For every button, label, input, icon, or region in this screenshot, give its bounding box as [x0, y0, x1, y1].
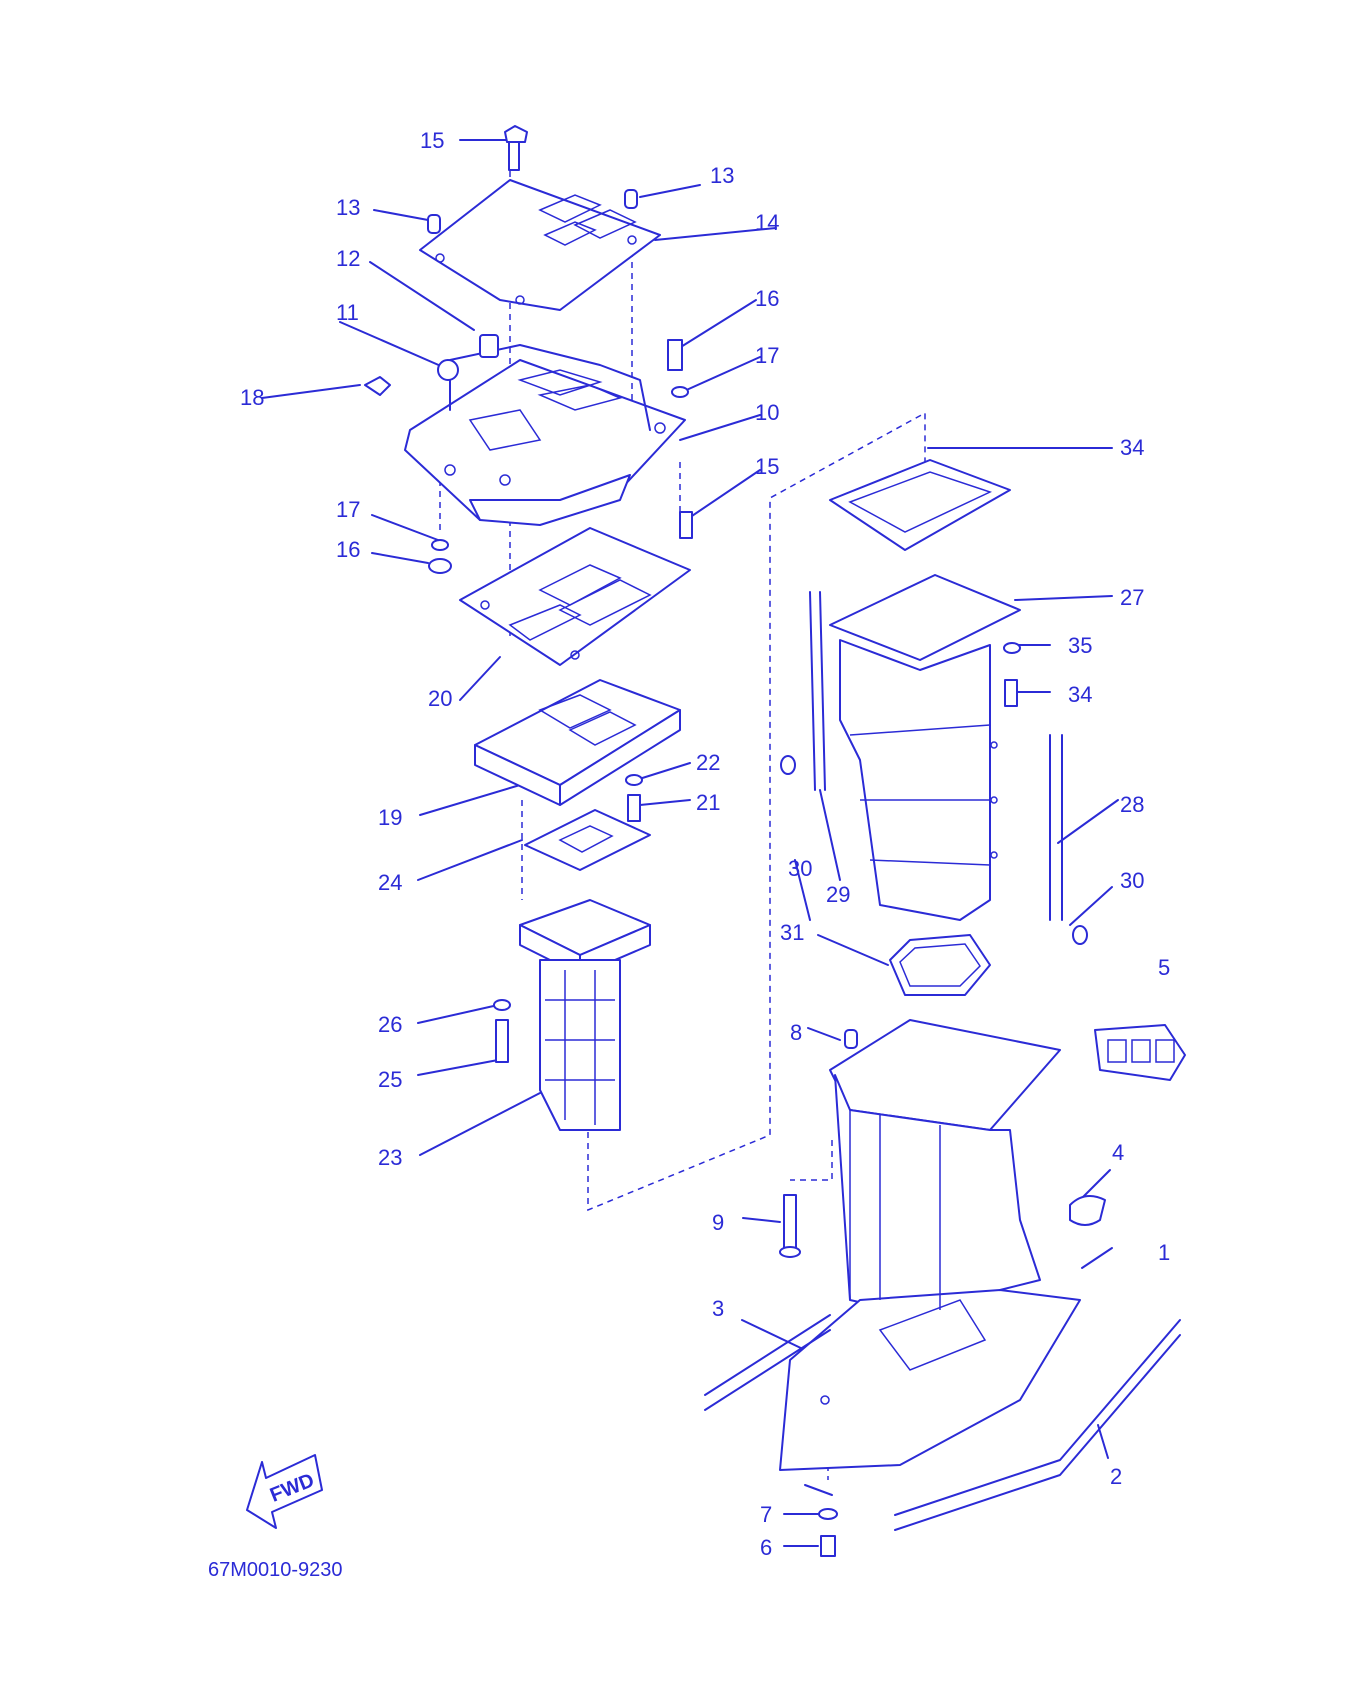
callout-20: 18	[240, 385, 264, 410]
callout-8: 8	[790, 1020, 802, 1045]
callout-16: 16	[755, 286, 779, 311]
callout-labels: 15 13 13 14 12 11 18 16 17 10 15 17 16 2…	[240, 128, 1170, 1560]
muffler-25	[519, 899, 651, 1131]
callout-30-right: 28	[1120, 792, 1144, 817]
callout-9: 9	[712, 1210, 724, 1235]
oil-pan-29	[829, 574, 1021, 921]
upper-gasket-14	[419, 179, 661, 311]
callout-21: 19	[378, 805, 402, 830]
callout-13-left: 13	[336, 195, 360, 220]
gasket-26	[524, 809, 651, 871]
callout-35: 35	[1068, 633, 1092, 658]
leader-lines	[261, 139, 1119, 1547]
callout-6: 6	[760, 1535, 772, 1560]
callout-15-top: 15	[420, 128, 444, 153]
callout-5: 5	[1158, 955, 1170, 980]
callout-14: 14	[755, 210, 779, 235]
small-fasteners-top	[364, 125, 693, 574]
upper-casing-1	[779, 1019, 1081, 1471]
callout-17: 17	[755, 343, 779, 368]
callout-10: 10	[755, 400, 779, 425]
callout-26: 24	[378, 870, 402, 895]
callout-33: 34	[1120, 435, 1144, 460]
grommet-4	[1069, 1195, 1106, 1226]
callout-18: 16	[336, 537, 360, 562]
callout-25: 23	[378, 1145, 402, 1170]
fwd-arrow-icon: FWD	[246, 1454, 323, 1529]
callout-31-left: 30	[788, 856, 812, 881]
callout-12: 12	[336, 246, 360, 271]
part-code: 67M0010-9230	[208, 1559, 343, 1581]
gasket-22	[459, 527, 691, 666]
callout-1: 1	[1158, 1240, 1170, 1265]
callout-3: 3	[712, 1296, 724, 1321]
bolts-23-24	[625, 774, 643, 822]
callout-24: 22	[696, 750, 720, 775]
callout-19: 17	[336, 497, 360, 522]
strips-2-3	[704, 1314, 1181, 1531]
callout-2: 2	[1110, 1464, 1122, 1489]
callout-23: 21	[696, 790, 720, 815]
callout-4: 4	[1112, 1140, 1124, 1165]
bolts-27-28	[493, 999, 511, 1063]
callout-11: 11	[336, 300, 359, 325]
callout-7: 7	[760, 1502, 772, 1527]
gasket-33	[829, 459, 1011, 551]
callout-28: 26	[378, 1012, 402, 1037]
callout-30-left: 29	[826, 882, 850, 907]
bolts-31-34-35	[780, 642, 1088, 945]
gasket-32	[889, 934, 991, 996]
callout-13-right: 13	[710, 163, 734, 188]
plate-21	[474, 679, 681, 806]
callout-15-mid: 15	[755, 454, 779, 479]
callout-22: 20	[428, 686, 452, 711]
bolts-6-9	[779, 1029, 858, 1557]
seals-30	[809, 591, 1063, 921]
callout-27: 25	[378, 1067, 402, 1092]
callout-34: 34	[1068, 682, 1092, 707]
callout-29: 27	[1120, 585, 1144, 610]
callout-32: 31	[780, 920, 804, 945]
exhaust-guide-10	[404, 344, 686, 526]
rubber-mount-5	[1094, 1024, 1186, 1081]
callout-31-right: 30	[1120, 868, 1144, 893]
